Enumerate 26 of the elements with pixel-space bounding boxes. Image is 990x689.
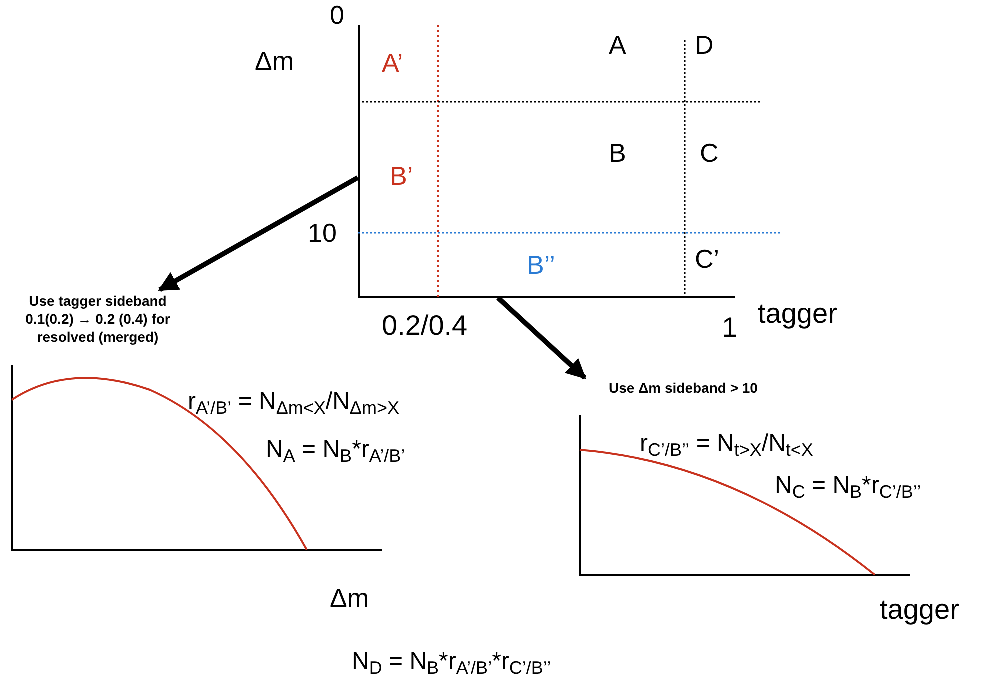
axis-label: C’ [695, 246, 720, 272]
axis-label: A [609, 32, 626, 58]
axis-label: Δm [330, 585, 370, 611]
axis-label: 0 [330, 2, 344, 28]
formula: N$_{D}$ = N$_{B}$*r$_{A’/B’}$*r$_{C’/B’’}$ [352, 650, 552, 674]
ratio-formula: N$_{C}$ = N$_{B}$*r$_{C’/B’’}$ [775, 471, 922, 504]
arrow [496, 296, 587, 380]
ratio-formula: N$_{A}$ = N$_{B}$*r$_{A’/B’}$ [266, 435, 406, 468]
ratio-formula: r$_{C’/B’’}$ = N$_{t>X}$/N$_{t<X}$ [640, 429, 814, 462]
axis-label: D [695, 32, 714, 58]
region-grid-plot [358, 25, 783, 298]
arrow [158, 176, 360, 292]
axis-label: C [700, 140, 719, 166]
sideband-note: Use Δm sideband > 10 [609, 379, 758, 398]
axis-label: 10 [308, 220, 337, 246]
axis-label: B’’ [527, 252, 556, 278]
axis-label: B’ [390, 163, 414, 189]
sideband-note: Use tagger sideband 0.1(0.2) → 0.2 (0.4) for resolved (merged) [24, 292, 172, 346]
axis-label: 0.2/0.4 [382, 312, 468, 340]
axis-label: tagger [758, 300, 838, 328]
axis-label: B [609, 140, 626, 166]
axis-label: A’ [382, 50, 404, 76]
axis-label: 1 [722, 314, 738, 342]
axis-label: Δm [255, 48, 294, 74]
axis-label: tagger [880, 596, 960, 624]
ratio-formula: r$_{A’/B’}$ = N$_{Δm<X}$/N$_{Δm>X}$ [188, 387, 400, 420]
